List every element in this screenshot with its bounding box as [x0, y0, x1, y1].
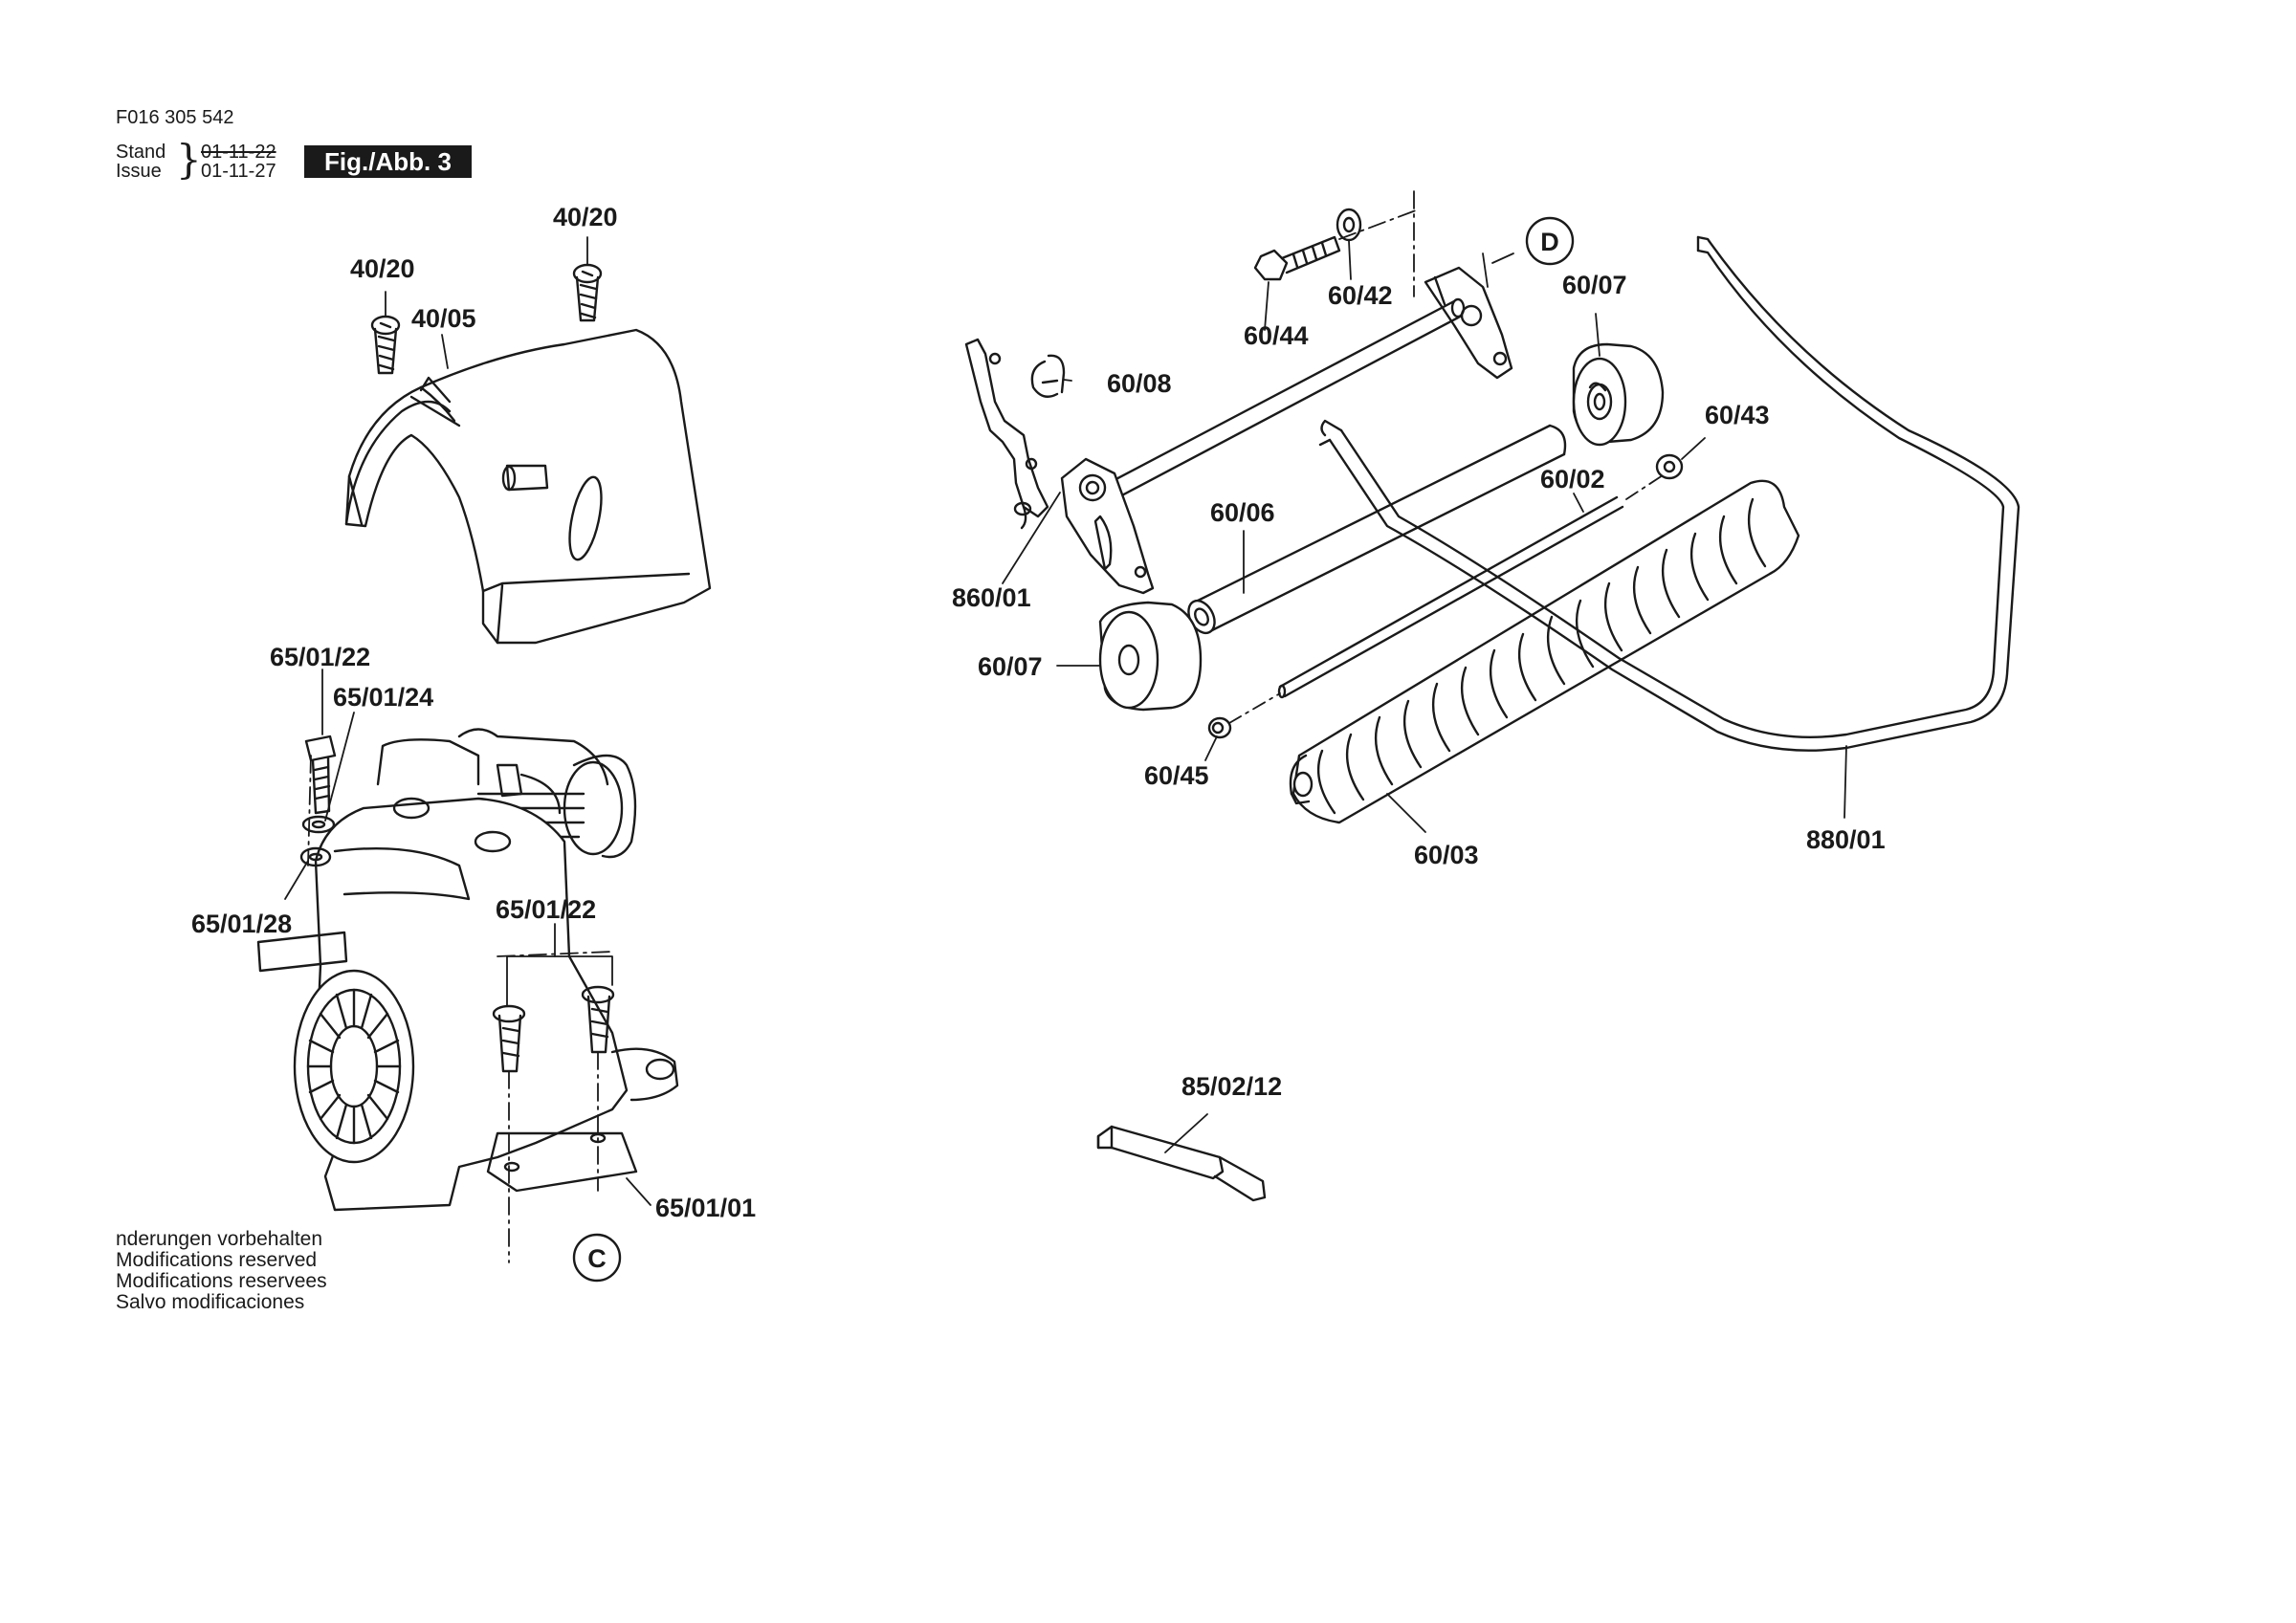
washer-65-01-24	[301, 815, 336, 834]
callout-60-08: 60/08	[1107, 369, 1172, 398]
marker-d: D	[1525, 216, 1575, 266]
axle-center-lines	[1338, 190, 1417, 297]
callout-65-01-01: 65/01/01	[655, 1194, 756, 1222]
tube-60-06	[1187, 424, 1567, 635]
part-number: F016 305 542	[116, 107, 234, 128]
washer-60-42	[1336, 208, 1362, 242]
callout-880-01: 880/01	[1806, 825, 1886, 854]
stand-date: 01-11-22	[201, 142, 276, 163]
callout-60-06: 60/06	[1210, 498, 1275, 527]
callout-60-43: 60/43	[1705, 401, 1770, 429]
issue-label: Issue	[116, 161, 162, 182]
callout-40-20-left: 40/20	[350, 254, 415, 283]
callout-labels: 40/20 40/20 40/05 65/01/22 65/01/24 65/0…	[191, 203, 1886, 1222]
callout-60-07-upper: 60/07	[1562, 271, 1627, 299]
marker-c-label: C	[587, 1244, 607, 1273]
modifications-notice: nderungen vorbehalten Modifications rese…	[116, 1229, 327, 1313]
axle-rod	[1089, 297, 1466, 509]
bolt-60-44	[1253, 235, 1341, 281]
roller-wheel-60-07-lower	[1098, 601, 1203, 712]
side-plate-right	[1424, 266, 1513, 380]
washer-65-01-28	[299, 846, 332, 867]
nut-60-43	[1655, 453, 1684, 480]
engine-part	[256, 728, 679, 1212]
leader-lines	[284, 236, 1847, 1206]
callout-65-01-22-top: 65/01/22	[270, 643, 370, 671]
notice-line-es: Salvo modificaciones	[116, 1291, 305, 1313]
callout-85-02-12: 85/02/12	[1181, 1072, 1282, 1101]
bolt-65-01-22-upper	[304, 735, 337, 815]
callout-60-44: 60/44	[1244, 321, 1309, 350]
callout-65-01-24: 65/01/24	[333, 683, 433, 712]
callout-60-03: 60/03	[1414, 841, 1479, 869]
handle-rod-880-01	[1318, 235, 2020, 752]
cap-60-45	[1207, 716, 1232, 739]
bolt-65-01-22-lower-right	[581, 985, 615, 1054]
callout-60-45: 60/45	[1144, 761, 1209, 790]
callout-60-42: 60/42	[1328, 281, 1393, 310]
marker-d-label: D	[1540, 228, 1559, 256]
callout-65-01-28: 65/01/28	[191, 910, 292, 938]
marker-c: C	[572, 1233, 622, 1283]
issue-date: 01-11-27	[201, 161, 276, 182]
allen-key-85-02-12	[1096, 1125, 1267, 1202]
notice-line-en: Modifications reserved	[116, 1249, 318, 1271]
callout-40-20-right: 40/20	[553, 203, 618, 231]
bracket-brace-icon: }	[176, 136, 202, 183]
notice-line-de: nderungen vorbehalten	[116, 1228, 323, 1250]
screw-40-20-right	[572, 263, 603, 322]
callout-40-05: 40/05	[411, 304, 476, 333]
callout-60-07-lower: 60/07	[978, 652, 1043, 681]
bracket-860-01	[964, 338, 1049, 530]
callout-860-01: 860/01	[952, 583, 1031, 612]
clip-60-08	[1030, 354, 1066, 398]
spiked-roller-60-03	[1289, 479, 1800, 824]
rod-60-02	[1277, 495, 1624, 699]
stand-label: Stand	[116, 142, 166, 163]
callout-65-01-22-bottom: 65/01/22	[496, 895, 596, 924]
screw-40-20-left	[370, 315, 401, 375]
side-plate-left	[1060, 457, 1155, 595]
bolt-65-01-22-lower-left	[492, 1004, 526, 1073]
cap-center-line	[1228, 474, 1664, 724]
engine-cover-part	[344, 328, 712, 645]
notice-line-fr: Modifications reservees	[116, 1270, 327, 1292]
roller-wheel-60-07-upper	[1572, 342, 1665, 447]
callout-60-02: 60/02	[1540, 465, 1605, 493]
figure-badge: Fig./Abb. 3	[304, 145, 472, 178]
